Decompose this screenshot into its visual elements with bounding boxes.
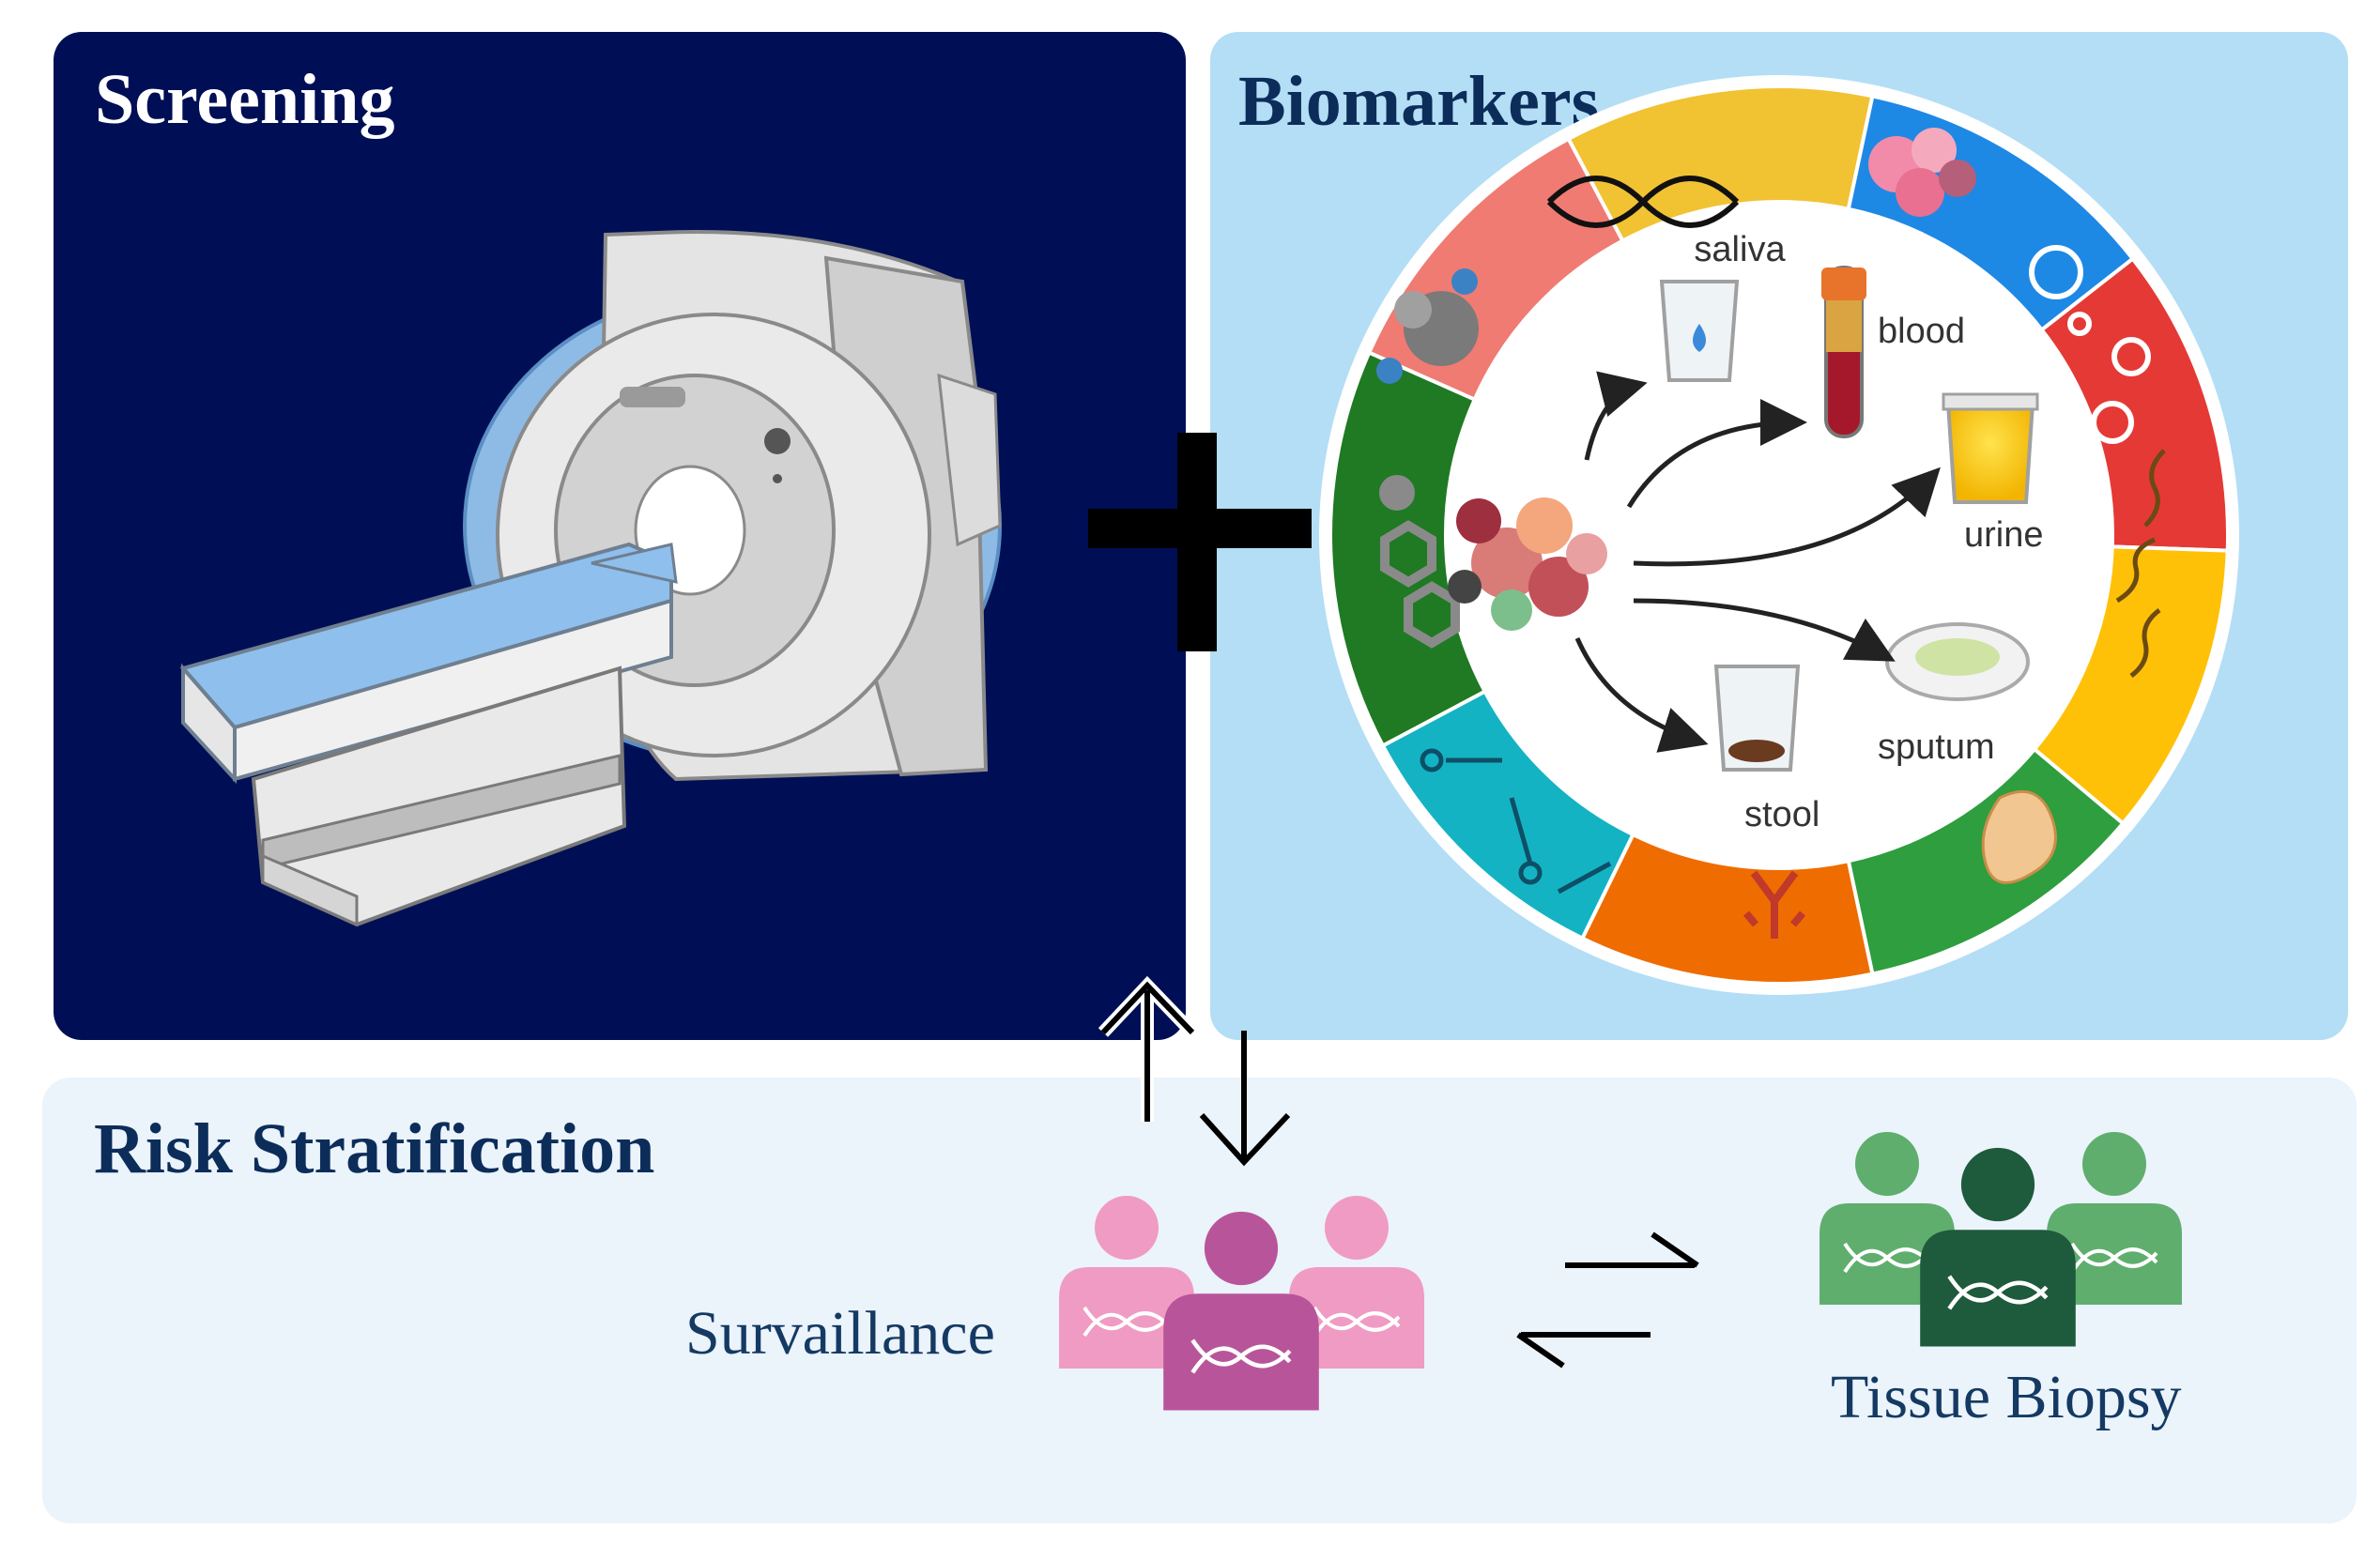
risk-stratification-title: Risk Stratification (94, 1109, 655, 1188)
biomarker-wheel-icon: saliva blood urine sputum stool (1319, 75, 2239, 995)
person-head (1095, 1196, 1159, 1260)
person-body (2047, 1203, 2182, 1305)
sputum-dish-icon (1885, 622, 2030, 701)
sample-arrows (1574, 371, 1941, 753)
stool-label: stool (1744, 795, 1820, 834)
urine-label: urine (1964, 515, 2044, 555)
survaillance-people-icon (1059, 1196, 1424, 1411)
blood-tube-icon (1821, 266, 1866, 438)
mri-scanner-icon (179, 230, 1002, 927)
dna-icon (1947, 1275, 2049, 1310)
saliva-label: saliva (1694, 230, 1786, 269)
urine-cup-icon (1942, 392, 2039, 504)
dna-icon (1843, 1242, 1931, 1274)
survaillance-label: Survaillance (685, 1299, 995, 1368)
bidirectional-arrows-icon (1098, 975, 1291, 1167)
tissue-biopsy-people-icon (1820, 1132, 2182, 1347)
person-body (1289, 1267, 1424, 1369)
protein-complex-icon (1376, 268, 1479, 384)
person-head (1960, 1147, 2035, 1222)
dna-helix-icon (1546, 176, 1740, 228)
screening-title: Screening (95, 60, 395, 139)
vesicle-icon (2029, 245, 2151, 444)
saliva-cup-icon (1659, 280, 1740, 382)
person-head (1855, 1132, 1919, 1196)
person-body (1163, 1293, 1319, 1411)
molecule-icon (1379, 475, 1460, 649)
tumor-cells-icon (1448, 497, 1607, 631)
exchange-arrows-icon (1516, 1231, 1699, 1369)
sputum-label: sputum (1878, 727, 1995, 767)
dna-icon (1190, 1338, 1292, 1374)
person-head (1204, 1211, 1279, 1286)
cell-cluster-icon (1868, 128, 1976, 217)
dna-icon (1313, 1306, 1401, 1338)
person-body (1059, 1267, 1194, 1369)
plus-icon (1088, 433, 1312, 651)
person-head (1325, 1196, 1389, 1260)
tissue-biopsy-label: Tissue Biopsy (1831, 1363, 2182, 1431)
person-body (1920, 1230, 2076, 1347)
stool-cup-icon (1713, 665, 1801, 772)
organ-icon (1981, 789, 2057, 884)
dna-icon (2070, 1242, 2158, 1274)
biomarkers-title: Biomarkers (1238, 62, 1600, 141)
dna-icon (1083, 1306, 1171, 1338)
antibody-icon (1743, 870, 1806, 939)
dna-strands-icon (2115, 449, 2166, 678)
person-head (2082, 1132, 2146, 1196)
aptamer-icon (1420, 748, 1612, 895)
blood-label: blood (1878, 312, 1965, 351)
